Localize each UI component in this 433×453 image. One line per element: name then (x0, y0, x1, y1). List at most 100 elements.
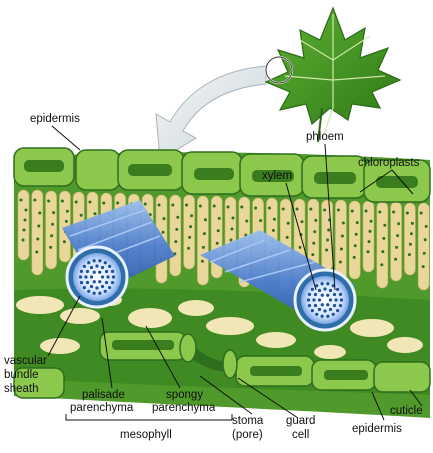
chloroplast-dot (24, 219, 27, 222)
chloroplast-dot (189, 225, 192, 228)
chloroplast-dot (380, 263, 383, 266)
chloroplast-dot (342, 222, 345, 225)
chloroplast-dot (394, 258, 397, 261)
chloroplast-dot (381, 250, 384, 253)
label-guard: guard (286, 415, 315, 427)
chloroplast-dot (63, 240, 66, 243)
chloroplast-dot (158, 204, 161, 207)
chloroplast-dot (51, 223, 54, 226)
label-xylem: xylem (262, 170, 292, 182)
chloroplast-dot (89, 201, 92, 204)
chloroplast-dot (313, 230, 316, 233)
xylem-dot (101, 275, 104, 278)
chloroplast-dot (314, 219, 317, 222)
label-chloroplasts: chloroplasts (358, 157, 420, 169)
xylem-dot (90, 266, 93, 269)
chloroplast-dot (286, 236, 289, 239)
label-cell: cell (292, 429, 309, 441)
xylem-dot (311, 288, 314, 291)
xylem-dot (101, 285, 104, 288)
xylem-dot (329, 289, 332, 292)
palisade-cell (418, 203, 429, 290)
chloroplast-dot (175, 228, 178, 231)
xylem-dot (318, 298, 321, 301)
chloroplast-dot (409, 243, 412, 246)
chloroplast-dot (354, 244, 357, 247)
chloroplast-dot (327, 229, 330, 232)
xylem-dot (332, 313, 335, 316)
chloroplast-dot (254, 207, 257, 210)
xylem-dot (333, 304, 336, 307)
chloroplast-dot (50, 234, 53, 237)
chloroplast-dot (382, 237, 385, 240)
xylem-dot (84, 275, 87, 278)
chloroplast-dot (204, 218, 207, 221)
chloroplast-dot (312, 242, 315, 245)
xylem-dot (326, 303, 329, 306)
xylem-dot (104, 261, 107, 264)
label-palisade-parenchyma: parenchyma (70, 402, 134, 414)
chloroplast-dot (47, 200, 50, 203)
xylem-dot (90, 275, 93, 278)
label-palisade: palisade (82, 389, 125, 401)
xylem-dot (311, 309, 314, 312)
label-stoma: stoma (232, 415, 264, 427)
palisade-cell (377, 202, 388, 288)
chloroplast-dot (406, 212, 409, 215)
xylem-dot (321, 294, 324, 297)
palisade-cell (404, 203, 415, 275)
xylem-dot (80, 281, 83, 284)
chloroplast-dot (339, 261, 342, 264)
xylem-dot (333, 293, 336, 296)
xylem-dot (323, 287, 326, 290)
chloroplast-dot (174, 240, 177, 243)
chloroplast-dot (325, 249, 328, 252)
chloroplast-dot (369, 230, 372, 233)
chloroplast-dot (368, 240, 371, 243)
chloroplast-dot (287, 222, 290, 225)
xylem-dot (339, 304, 342, 307)
chloroplast-dot (367, 250, 370, 253)
palisade-cell (170, 195, 181, 276)
chloroplast-dot (259, 219, 262, 222)
chloroplast-dot (422, 265, 425, 268)
chloroplast-dot (216, 242, 219, 245)
chloroplast-dot (408, 253, 411, 256)
label-spongy: spongy (166, 389, 203, 401)
xylem-dot (90, 285, 93, 288)
label-cuticle: cuticle (390, 405, 423, 417)
xylem-dot (326, 315, 329, 318)
chloroplast-dot (340, 248, 343, 251)
chloroplast-dot (20, 199, 23, 202)
xylem-dot (93, 280, 96, 283)
xylem-dot (321, 315, 324, 318)
xylem-dot (314, 293, 317, 296)
chloroplast-dot (36, 238, 39, 241)
xylem-dot (86, 270, 89, 273)
xylem-dot (93, 259, 96, 262)
chloroplast-dot (102, 202, 105, 205)
xylem-dot (105, 281, 108, 284)
xylem-dot (93, 271, 96, 274)
xylem-dot (340, 298, 343, 301)
xylem-dot (98, 271, 101, 274)
chloroplast-dot (199, 205, 202, 208)
xylem-dot (329, 298, 332, 301)
xylem-dot (93, 292, 96, 295)
xylem-dot (308, 304, 311, 307)
chloroplast-dot (202, 246, 205, 249)
palisade-cell (349, 201, 360, 279)
chloroplast-dot (227, 206, 230, 209)
xylem-dot (105, 270, 108, 273)
chloroplast-dot (356, 221, 359, 224)
chloroplast-dot (424, 238, 427, 241)
chloroplast-dot (35, 251, 38, 254)
chloroplast-dot (52, 211, 55, 214)
label-sheath: sheath (4, 383, 39, 395)
chloroplast-dot (217, 229, 220, 232)
xylem-dot (108, 265, 111, 268)
chloroplast-dot (171, 204, 174, 207)
xylem-dot (111, 270, 114, 273)
chloroplast-dot (311, 253, 314, 256)
